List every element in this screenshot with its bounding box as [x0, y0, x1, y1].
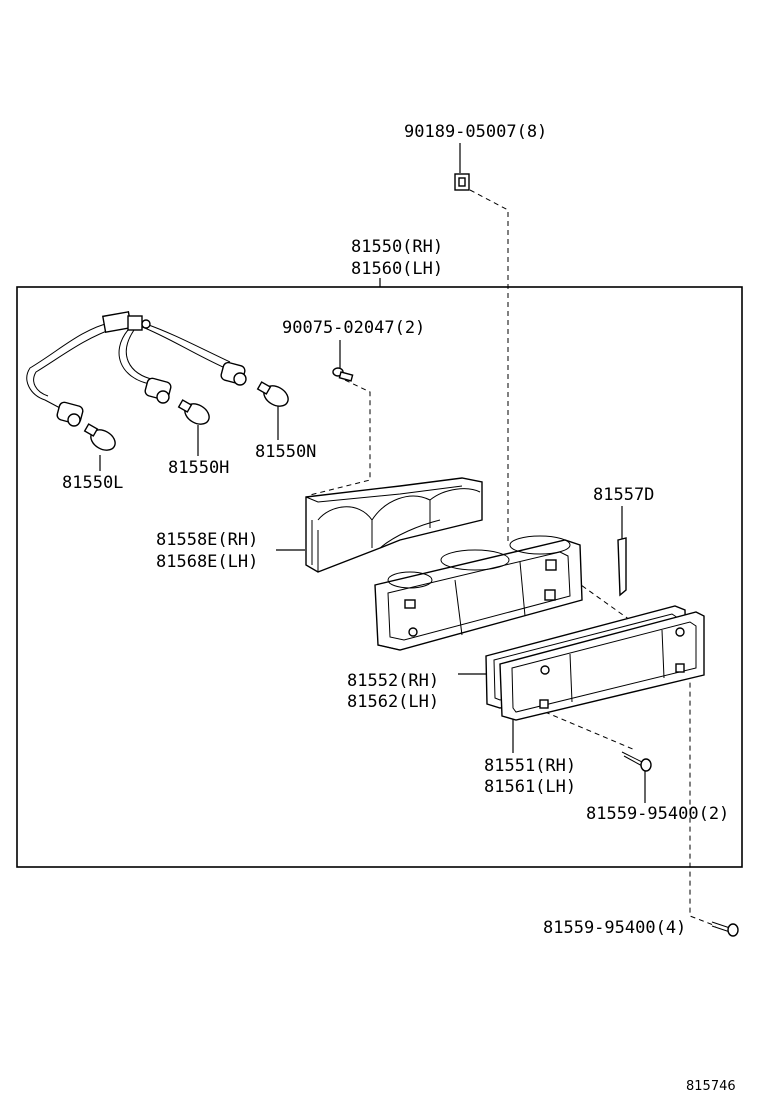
- callout-clip-top: 90189-05007(8): [404, 122, 547, 142]
- callout-lamp-assy-rh: 81550(RH): [351, 237, 443, 257]
- callout-lamp-assy-lh: 81560(LH): [351, 259, 443, 279]
- guide-screw-to-reflector: [309, 379, 371, 496]
- gasket-part: [617, 537, 627, 597]
- guide-lens-screw: [544, 711, 636, 751]
- small-screw-part: [332, 367, 354, 382]
- callout-socket-n: 81550N: [255, 442, 316, 462]
- guide-mount-screw: [679, 639, 717, 927]
- callout-lens-rh: 81551(RH): [484, 756, 576, 776]
- callout-lens-lh: 81561(LH): [484, 777, 576, 797]
- harness-connector: [101, 311, 151, 333]
- socket-n-part: [220, 361, 289, 407]
- lens-part: [499, 611, 705, 721]
- socket-h-part: [144, 377, 210, 425]
- wiring-harness: [26, 311, 231, 409]
- lens-screw-part: [621, 751, 652, 772]
- assembly-frame: [16, 286, 743, 868]
- callout-screw-lens: 81559-95400(2): [586, 804, 729, 824]
- housing-part: [374, 535, 583, 651]
- diagram-id: 815746: [686, 1079, 736, 1094]
- callout-screw-mount: 81559-95400(4): [543, 918, 686, 938]
- clip-part: [454, 173, 470, 191]
- callout-socket-h: 81550H: [168, 458, 229, 478]
- socket-l-part: [56, 401, 116, 451]
- callout-screw-small: 90075-02047(2): [282, 318, 425, 338]
- reflector-part: [305, 477, 483, 573]
- callout-socket-l: 81550L: [62, 473, 123, 493]
- callout-reflector-rh: 81558E(RH): [156, 530, 258, 550]
- callout-gasket: 81557D: [593, 485, 654, 505]
- callout-lens-gasket-rh: 81552(RH): [347, 671, 439, 691]
- callout-reflector-lh: 81568E(LH): [156, 552, 258, 572]
- callout-lens-gasket-lh: 81562(LH): [347, 692, 439, 712]
- mount-screw-part: [711, 921, 739, 937]
